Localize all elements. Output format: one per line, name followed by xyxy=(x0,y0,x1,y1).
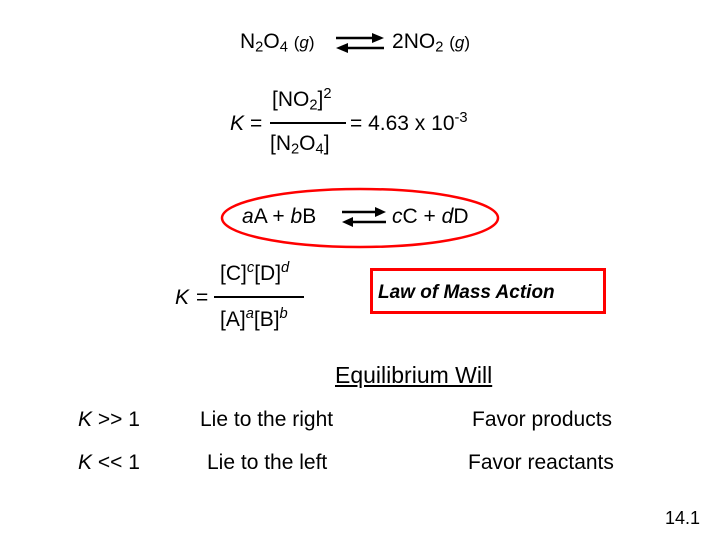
reactant-state: g xyxy=(299,33,309,52)
k2-num-c-exponent: c xyxy=(246,259,255,276)
table-row: K << 1 xyxy=(78,451,140,475)
product-subscript: 2 xyxy=(435,39,444,56)
k1-value-text: = 4.63 x 10 xyxy=(350,112,455,135)
general-reaction-outline xyxy=(220,187,500,249)
k2-num-d-exponent: d xyxy=(281,259,290,276)
k1-den-close: ] xyxy=(323,132,330,155)
product-coefficient: 2 xyxy=(392,30,404,53)
row2-favor: Favor reactants xyxy=(468,451,614,474)
k1-value-exponent: -3 xyxy=(454,109,468,126)
coef-d: d xyxy=(441,205,454,228)
species-b: B xyxy=(302,205,317,228)
row2-k-symbol: K xyxy=(78,451,93,474)
k1-value: = 4.63 x 10-3 xyxy=(350,109,468,136)
reaction2-products: cC + dD xyxy=(392,205,468,229)
k1-num-open: [NO xyxy=(272,88,310,111)
k1-den-subscript-2: 4 xyxy=(315,141,324,158)
k2-denominator: [A]a[B]b xyxy=(220,305,288,332)
species-a: A xyxy=(253,205,267,228)
law-of-mass-action-box: Law of Mass Action xyxy=(370,268,606,314)
equilibrium-arrows-icon xyxy=(336,33,384,53)
k2-num-c: [C] xyxy=(220,262,247,285)
equilibrium-heading: Equilibrium Will xyxy=(335,362,493,388)
k2-den-a: [A] xyxy=(220,308,246,331)
row1-favor: Favor products xyxy=(472,408,613,431)
k1-symbol: K xyxy=(230,112,245,135)
reactant-symbol-n: N xyxy=(240,30,256,53)
species-d: D xyxy=(453,205,469,228)
k2-numerator: [C]c[D]d xyxy=(220,259,290,286)
k1-num-subscript: 2 xyxy=(309,97,318,114)
row1-relation: >> 1 xyxy=(97,408,140,431)
k1-den-subscript-1: 2 xyxy=(291,141,300,158)
k1-den-mid: O xyxy=(299,132,316,155)
k2-den-a-exponent: a xyxy=(245,305,254,322)
k2-fraction-bar xyxy=(214,296,304,298)
plus-sign-2: + xyxy=(423,205,436,228)
k1-equals: = xyxy=(250,112,263,135)
reactant-subscript-1: 2 xyxy=(255,39,264,56)
k2-den-b: [B] xyxy=(253,308,280,331)
k1-fraction-bar xyxy=(270,122,346,124)
table-row: K >> 1 xyxy=(78,408,140,432)
product-symbol: NO xyxy=(403,30,436,53)
reaction1-reactant: N2O4 (g) xyxy=(240,30,315,56)
k2-den-b-exponent: b xyxy=(279,305,288,322)
coef-c: c xyxy=(392,205,403,228)
reaction2-reactants: aA + bB xyxy=(242,205,316,229)
page-number: 14.1 xyxy=(665,508,701,528)
k1-num-close: ] xyxy=(317,88,324,111)
row1-lie: Lie to the right xyxy=(200,408,334,431)
plus-sign-1: + xyxy=(272,205,285,228)
reactant-subscript-2: 4 xyxy=(279,39,288,56)
product-state: g xyxy=(454,33,465,52)
coef-b: b xyxy=(290,205,303,228)
k2-symbol: K xyxy=(175,286,190,309)
row1-k-symbol: K xyxy=(78,408,93,431)
k1-den-open: [N xyxy=(270,132,291,155)
k2-num-d: [D] xyxy=(254,262,282,285)
law-of-mass-action-label: Law of Mass Action xyxy=(378,282,555,303)
k1-numerator: [NO2]2 xyxy=(272,85,332,114)
reactant-symbol-o: O xyxy=(263,30,280,53)
coef-a: a xyxy=(242,205,254,228)
species-c: C xyxy=(402,205,418,228)
k1-num-exponent: 2 xyxy=(323,85,332,102)
reaction1-product: 2NO2 (g) xyxy=(392,30,471,56)
k1-denominator: [N2O4] xyxy=(270,132,330,158)
row2-lie: Lie to the left xyxy=(207,451,328,474)
k2-equals: = xyxy=(196,286,209,309)
row2-relation: << 1 xyxy=(97,451,140,474)
general-equilibrium-arrows-icon xyxy=(342,207,386,227)
